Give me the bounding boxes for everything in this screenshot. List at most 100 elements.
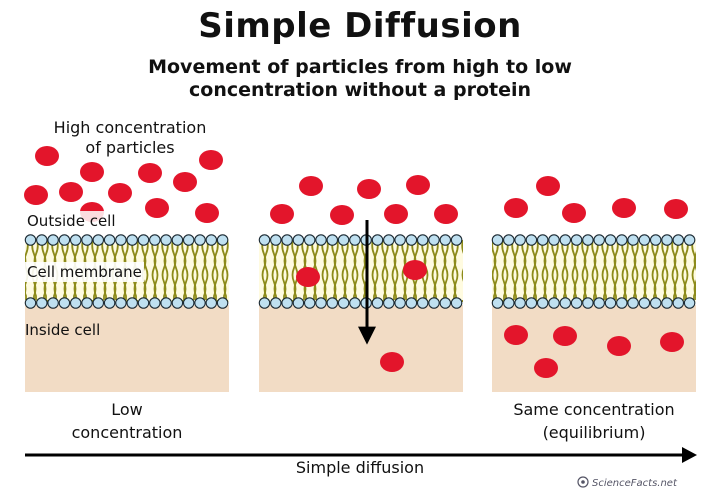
particles [270,175,458,372]
phospholipid-head [593,234,605,246]
phospholipid-head [570,297,583,309]
particle [299,176,323,196]
subtitle-line-1: Movement of particles from high to low [148,56,572,78]
phospholipid-head [303,234,316,246]
phospholipid-head [514,234,526,246]
particle [607,336,631,356]
particle [504,325,528,345]
phospholipid-head [149,234,161,246]
phospholipid-head [292,234,305,246]
phospholipid-head [137,297,150,309]
arrowhead-icon [682,447,697,463]
phospholipid-head [416,297,429,309]
phospholipid-head [627,297,639,309]
phospholipid-head [491,297,504,309]
phospholipid-head [258,234,271,246]
phospholipid-head [205,234,218,246]
same-concentration-label: Same concentration (equilibrium) [472,400,716,443]
particle [562,203,586,223]
watermark: ScienceFacts.net [592,478,677,489]
particle [536,176,560,196]
phospholipid-head [439,297,452,309]
phospholipid-head [149,297,161,309]
phospholipid-head [649,297,662,309]
phospholipid-head [171,234,184,246]
particle [173,172,197,192]
particle [403,260,427,280]
phospholipid-head [672,234,685,246]
phospholipid-head [450,297,463,309]
particle [138,163,162,183]
phospholipid-head [24,297,37,309]
particle [296,267,320,287]
particles [504,176,688,378]
phospholipid-head [514,297,526,309]
phospholipid-head [604,234,617,246]
phospholipid-head [491,234,504,246]
phospholipid-head [394,234,406,246]
phospholipid-head [126,234,138,246]
low-concentration-line-2: concentration [71,423,183,442]
particle [35,146,59,166]
particle [80,162,104,182]
phospholipid-head [81,234,93,246]
phospholipid-head [536,297,549,309]
phospholipid-head [81,297,93,309]
phospholipid-head [69,297,82,309]
cytoplasm [259,305,463,392]
subtitle: Movement of particles from high to low c… [0,56,720,102]
phospholipid-head [582,297,594,309]
panel-diffusing [258,175,463,392]
phospholipid-head [216,297,229,309]
phospholipid-head [258,297,271,309]
phospholipid-head [47,234,59,246]
particle [357,179,381,199]
phospholipid-head [281,234,293,246]
phospholipid-head [661,297,673,309]
phospholipid-head [616,297,628,309]
phospholipid-head [315,234,327,246]
phospholipid-head [450,234,463,246]
phospholipid-head [216,234,229,246]
phospholipid-head [371,234,384,246]
phospholipid-head [394,297,406,309]
phospholipid-head [383,234,395,246]
phospholipid-head [349,234,361,246]
phospholipid-head [160,297,172,309]
phospholipid-head [371,297,384,309]
membrane-heads-bottom [258,297,463,309]
phospholipid-head [638,297,651,309]
phospholipid-head [416,234,429,246]
subtitle-line-2: concentration without a protein [189,79,531,101]
phospholipid-head [672,297,685,309]
simple-diffusion-label: Simple diffusion [295,458,425,477]
phospholipid-head [92,297,105,309]
phospholipid-head [428,297,440,309]
phospholipid-head [604,297,617,309]
cell-membrane-label: Cell membrane [25,262,144,282]
phospholipid-head [337,297,350,309]
phospholipid-head [349,297,361,309]
phospholipid-head [525,297,538,309]
particle [59,182,83,202]
phospholipid-head [593,297,605,309]
particle [504,198,528,218]
membrane-heads-top [491,234,696,246]
low-concentration-line-1: Low [111,400,143,419]
panel-equilibrium [491,176,696,392]
particle [145,198,169,218]
particle [380,352,404,372]
particle [108,183,132,203]
phospholipid-head [69,234,82,246]
phospholipid-head [439,234,452,246]
phospholipid-head [570,234,583,246]
phospholipid-head [194,297,206,309]
phospholipid-head [58,297,71,309]
outside-cell-label: Outside cell [25,211,118,231]
phospholipid-head [428,234,440,246]
phospholipid-head [103,234,116,246]
phospholipid-head [160,234,172,246]
particle [534,358,558,378]
phospholipid-head [115,234,127,246]
phospholipid-head [627,234,639,246]
